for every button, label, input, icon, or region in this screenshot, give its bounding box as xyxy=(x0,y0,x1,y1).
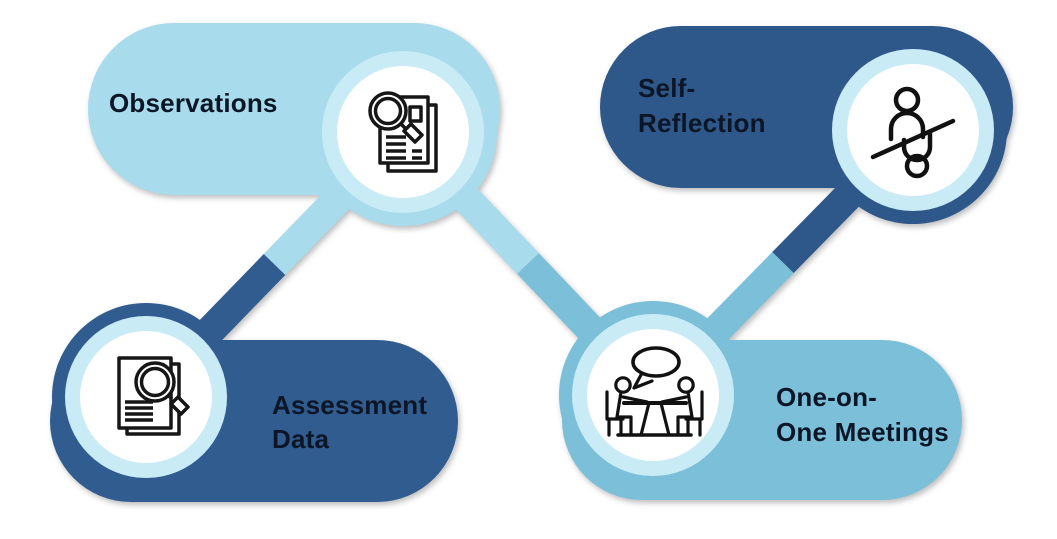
badge-face xyxy=(847,64,979,196)
badge-one-on-one-meetings xyxy=(559,301,747,489)
badge-self-reflection xyxy=(819,36,1007,224)
person-reflection-icon xyxy=(870,86,956,179)
meeting-discussion-icon xyxy=(605,346,704,437)
document-magnifier-icon xyxy=(368,91,438,173)
document-search-icon xyxy=(117,356,190,436)
